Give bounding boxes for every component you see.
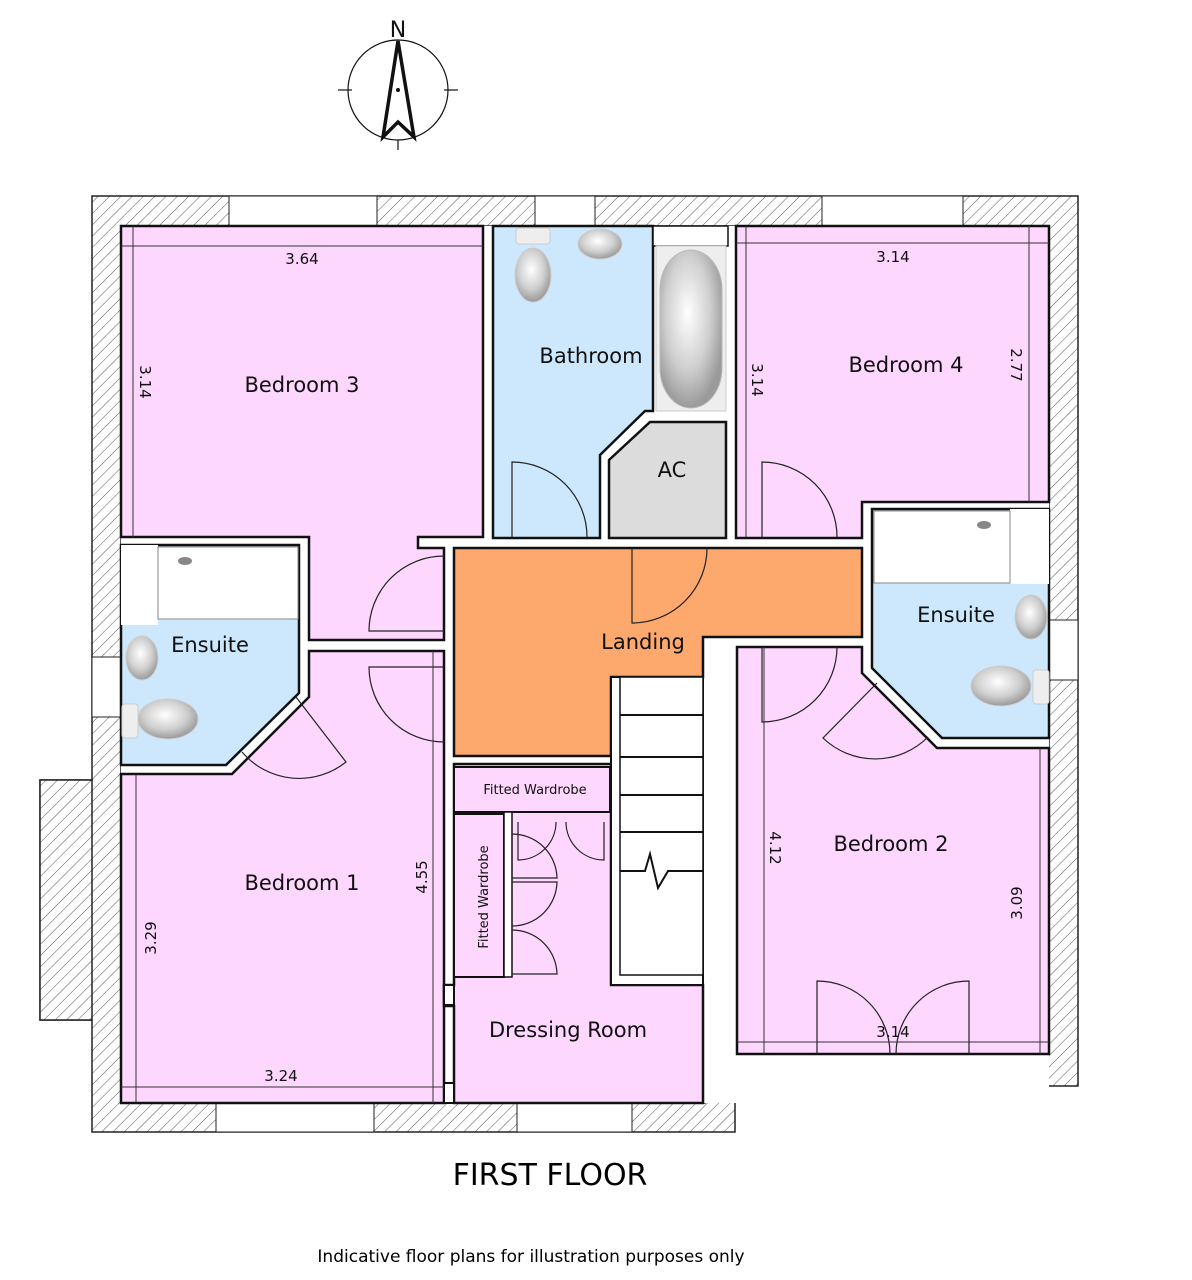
door-landing-cupboard xyxy=(631,547,708,624)
window xyxy=(821,195,964,227)
dim-bedroom4-depth-left: 3.14 xyxy=(748,363,766,396)
door-bedroom-1 xyxy=(368,666,445,743)
window xyxy=(1048,619,1079,681)
dim-bedroom4-depth-right: 2.77 xyxy=(1007,348,1025,381)
door-wardrobe-4 xyxy=(511,881,558,927)
dim-bedroom3-width: 3.64 xyxy=(285,250,318,268)
sink-icon xyxy=(577,228,623,260)
door-ensuite-left xyxy=(241,696,347,779)
door-wardrobe-3 xyxy=(511,833,558,879)
label-dressing-room: Dressing Room xyxy=(489,1018,647,1042)
room-bathroom[interactable] xyxy=(491,224,655,540)
staircase[interactable] xyxy=(610,676,704,986)
label-bedroom-4: Bedroom 4 xyxy=(848,353,963,377)
toilet-icon xyxy=(970,665,1050,707)
label-bedroom-3: Bedroom 3 xyxy=(244,373,359,397)
disclaimer-footnote: Indicative floor plans for illustration … xyxy=(317,1247,745,1267)
dimension-lines xyxy=(121,226,1049,1103)
room-ac[interactable] xyxy=(607,420,728,540)
dim-bedroom4-width: 3.14 xyxy=(876,248,909,266)
door-juliet-left xyxy=(816,980,891,1055)
window xyxy=(534,195,596,227)
label-bedroom-2: Bedroom 2 xyxy=(833,832,948,856)
door-juliet-right xyxy=(895,980,970,1055)
dim-bedroom2-depth-left: 4.12 xyxy=(766,831,784,864)
door-ensuite-right xyxy=(822,682,929,760)
window xyxy=(516,1102,633,1133)
doors xyxy=(241,461,970,1055)
room-bedroom-3[interactable] xyxy=(119,224,485,642)
sink-icon xyxy=(125,635,159,681)
door-wardrobe-1 xyxy=(517,821,557,861)
door-bedroom-3 xyxy=(368,555,445,632)
fitted-wardrobe-side[interactable] xyxy=(453,813,505,978)
label-ensuite-left: Ensuite xyxy=(171,633,249,657)
label-fitted-wardrobe-side: Fitted Wardrobe xyxy=(477,845,492,948)
dim-bedroom1-width: 3.24 xyxy=(264,1067,297,1085)
label-landing: Landing xyxy=(601,630,685,654)
dim-bedroom1-depth-left: 3.29 xyxy=(142,921,160,954)
label-ac: AC xyxy=(658,458,687,482)
compass-north-label: N xyxy=(390,18,406,43)
door-wardrobe-5 xyxy=(511,929,558,975)
room-bedroom-1[interactable] xyxy=(119,649,446,1105)
window xyxy=(228,195,378,227)
sink-icon xyxy=(1014,594,1048,640)
dim-bedroom1-depth-right: 4.55 xyxy=(413,860,431,893)
toilet-icon xyxy=(514,227,552,303)
dim-bedroom2-depth-right: 3.09 xyxy=(1008,886,1026,919)
label-fitted-wardrobe-top: Fitted Wardrobe xyxy=(483,783,586,798)
label-bedroom-1: Bedroom 1 xyxy=(244,871,359,895)
door-bedroom-4 xyxy=(761,461,838,538)
fitted-wardrobe-top[interactable] xyxy=(453,766,611,813)
toilet-icon xyxy=(121,698,199,740)
door-bathroom xyxy=(511,461,588,538)
room-bedroom-2[interactable] xyxy=(735,645,1051,1056)
door-wardrobe-2 xyxy=(565,821,605,861)
dim-bedroom3-depth: 3.14 xyxy=(136,365,154,398)
window xyxy=(215,1102,375,1133)
window xyxy=(91,656,122,718)
label-ensuite-right: Ensuite xyxy=(917,603,995,627)
bath-icon xyxy=(655,245,727,412)
door-bedroom-2 xyxy=(761,646,838,723)
dim-bedroom2-width: 3.14 xyxy=(876,1023,909,1041)
north-compass-icon: N xyxy=(338,18,458,150)
floor-title: FIRST FLOOR xyxy=(452,1158,648,1193)
label-bathroom: Bathroom xyxy=(539,344,642,368)
room-bedroom-4[interactable] xyxy=(734,224,1051,540)
